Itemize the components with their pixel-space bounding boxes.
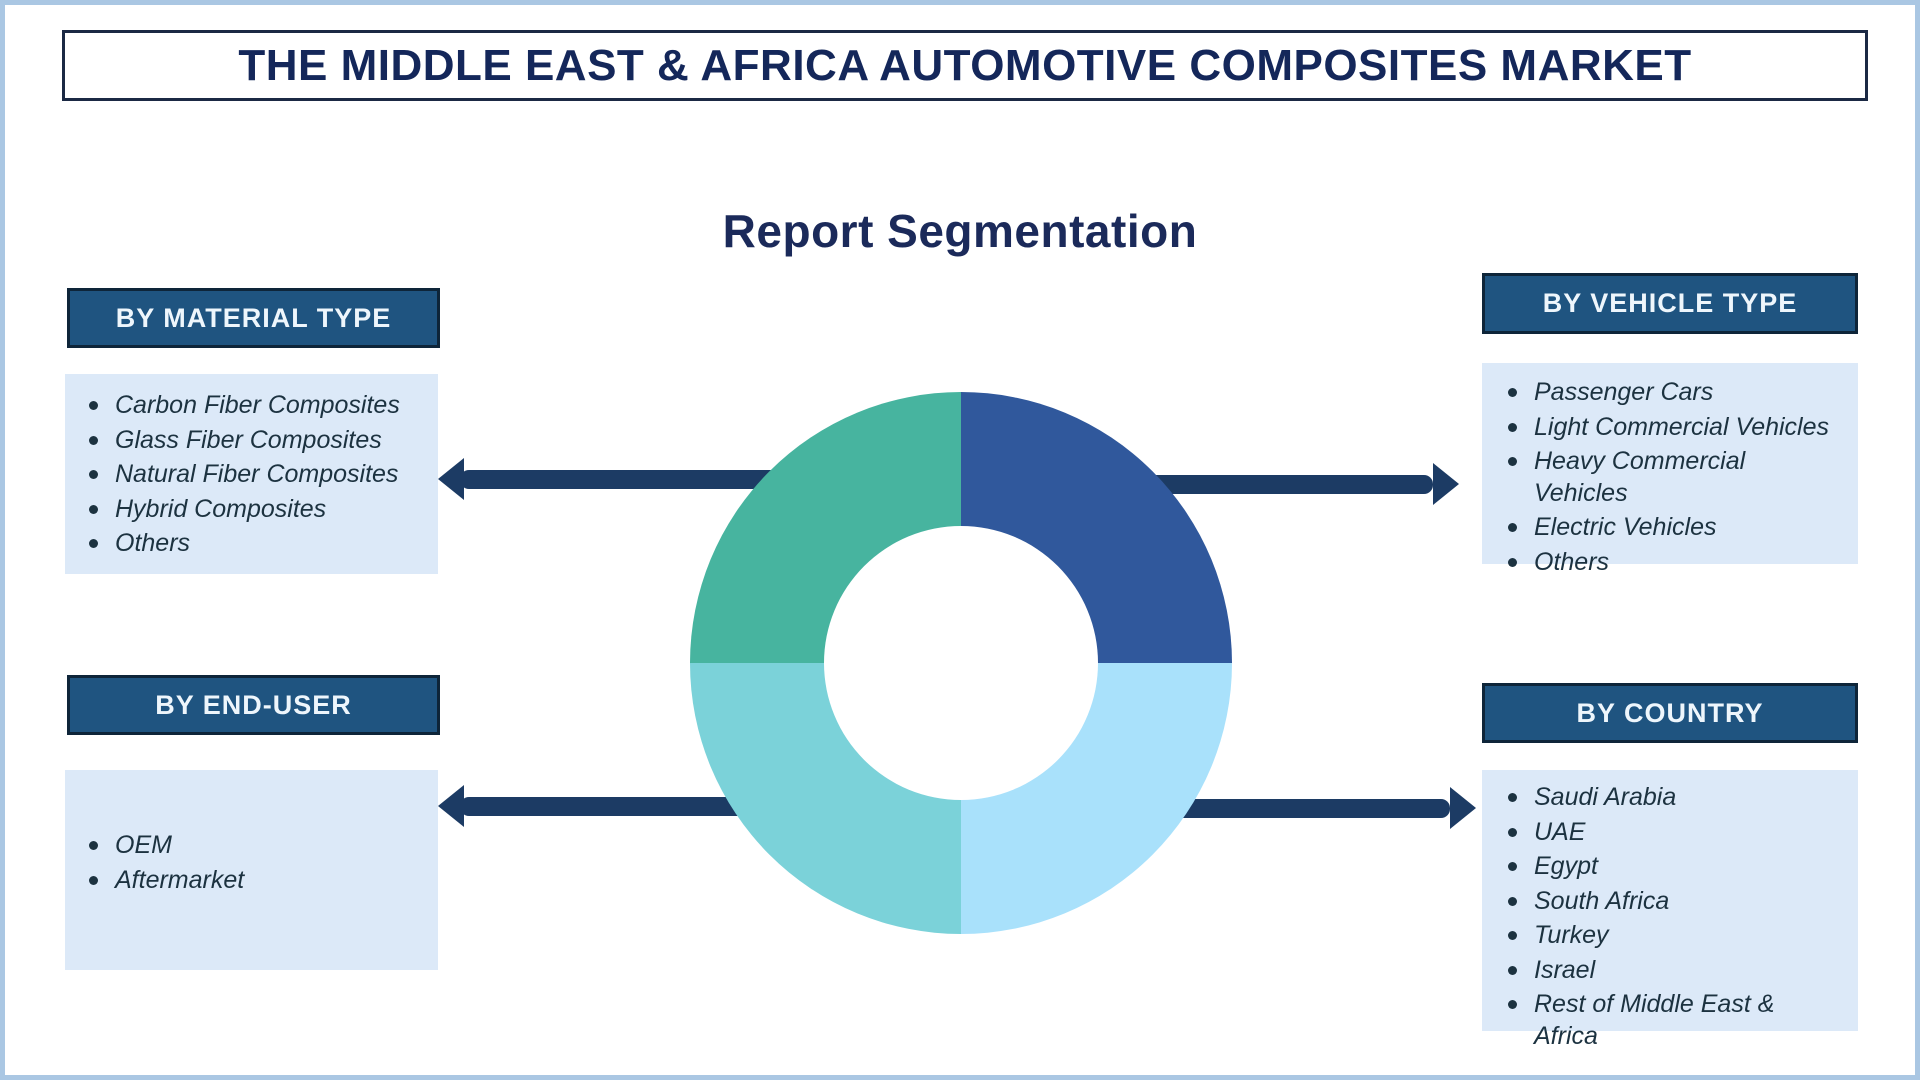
list-item: Others [1498,547,1854,579]
donut-hole [824,526,1098,800]
list-item: Turkey [1498,920,1854,952]
connector-arrow-country-shaft [1145,799,1450,818]
list-item: UAE [1498,817,1854,849]
section-header-label: BY END-USER [155,689,352,720]
list-item: Saudi Arabia [1498,782,1854,814]
connector-arrow-material-head [438,458,464,500]
list-item: OEM [79,830,432,862]
list-item: Heavy Commercial Vehicles [1498,446,1854,509]
section-header-label: BY COUNTRY [1576,697,1764,728]
section-header-material-type: BY MATERIAL TYPE [67,288,440,348]
connector-arrow-vehicle-shaft [1145,475,1433,494]
section-header-end-user: BY END-USER [67,675,440,735]
section-header-vehicle-type: BY VEHICLE TYPE [1482,273,1858,334]
list-item: Electric Vehicles [1498,512,1854,544]
report-segmentation-heading: Report Segmentation [722,205,1198,257]
segmentation-donut-chart [690,392,1232,934]
list-item: Aftermarket [79,865,432,897]
connector-arrow-enduser-head [438,785,464,827]
title-banner: THE MIDDLE EAST & AFRICA AUTOMOTIVE COMP… [62,30,1868,101]
connector-arrow-material-shaft [460,470,780,489]
page-title: THE MIDDLE EAST & AFRICA AUTOMOTIVE COMP… [238,40,1692,90]
section-header-label: BY MATERIAL TYPE [115,302,392,333]
list-item: Rest of Middle East & Africa [1498,989,1854,1052]
connector-arrow-enduser-shaft [460,797,780,816]
list-item: Carbon Fiber Composites [79,390,432,422]
list-item: Hybrid Composites [79,494,432,526]
list-item: Egypt [1498,851,1854,883]
section-header-country: BY COUNTRY [1482,683,1858,743]
connector-arrow-country-head [1450,787,1476,829]
list-item: Passenger Cars [1498,377,1854,409]
list-item: Israel [1498,955,1854,987]
list-item: Glass Fiber Composites [79,425,432,457]
list-item: Others [79,528,432,560]
list-item: Light Commercial Vehicles [1498,412,1854,444]
connector-arrow-vehicle-head [1433,463,1459,505]
list-item: Natural Fiber Composites [79,459,432,491]
list-item: South Africa [1498,886,1854,918]
section-header-label: BY VEHICLE TYPE [1542,288,1798,318]
